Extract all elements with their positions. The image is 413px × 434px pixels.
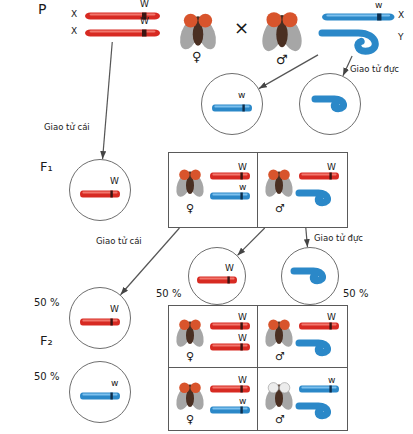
- allele-label: Y: [398, 32, 404, 43]
- y-chromosome: [294, 271, 323, 281]
- gamete-circle: [299, 73, 361, 135]
- fly-red-eye: [262, 170, 295, 199]
- x-chromosome-red: [197, 277, 237, 284]
- y-chromosome: [322, 33, 375, 51]
- fly-red-eye: [173, 170, 206, 199]
- allele-label: W: [327, 312, 336, 323]
- x-chromosome-blue: [210, 407, 250, 414]
- offspring-cell: ♂W: [257, 152, 348, 228]
- gamete-arrow: [306, 228, 308, 247]
- allele-label: w: [238, 90, 245, 101]
- gamete-circle: w: [201, 73, 263, 135]
- gamete-circle: w: [69, 361, 131, 423]
- gamete-circle: W: [69, 287, 131, 349]
- x-chromosome-red: [210, 323, 250, 330]
- allele-label: X: [398, 10, 404, 21]
- allele-label: X: [71, 9, 77, 20]
- offspring-cell: ♂w: [257, 367, 348, 431]
- x-chromosome-red: [210, 173, 250, 180]
- x-chromosome-blue: [299, 386, 339, 393]
- offspring-cell: ♀ Ww: [168, 152, 258, 228]
- allele-label: W: [140, 16, 149, 27]
- allele-label: W: [140, 0, 149, 10]
- x-chromosome-blue: [212, 105, 252, 112]
- arrow-label: Giao tử cái: [44, 122, 90, 132]
- gamete-circle: [281, 247, 339, 305]
- allele-label: W: [327, 162, 336, 173]
- gamete-arrow: [259, 55, 318, 89]
- generation-label: 50 %: [34, 371, 59, 382]
- generation-label: 50 %: [156, 288, 181, 299]
- generation-label: F₂: [40, 334, 53, 348]
- chromosome-group: wXY: [318, 0, 412, 56]
- allele-label: ♂: [275, 414, 285, 425]
- y-chromosome: [299, 193, 328, 203]
- offspring-cell: ♂W: [257, 305, 348, 368]
- gamete-arrow: [103, 42, 113, 159]
- generation-label: ♂: [276, 53, 288, 67]
- generation-label: F₁: [40, 160, 53, 174]
- allele-label: W: [110, 176, 119, 187]
- gamete-arrow: [237, 228, 264, 255]
- arrow-label: Giao tử đực: [314, 233, 363, 243]
- fly-red-eye: [173, 320, 206, 349]
- x-chromosome-red: [80, 191, 120, 198]
- offspring-cell: ♀ WW: [168, 305, 258, 368]
- allele-label: w: [239, 396, 246, 407]
- allele-label: W: [238, 312, 247, 323]
- x-chromosome-red: [299, 323, 339, 330]
- allele-label: W: [110, 304, 119, 315]
- allele-label: W: [238, 375, 247, 386]
- fly-red-eye: [262, 320, 295, 349]
- allele-label: W: [238, 162, 247, 173]
- allele-label: W: [238, 333, 247, 344]
- x-chromosome-blue: [210, 193, 250, 200]
- fly-red-eye: [176, 14, 219, 52]
- fly-red-eye: [258, 12, 305, 54]
- gamete-circle: W: [69, 159, 131, 221]
- fly-red-eye: [173, 383, 206, 412]
- allele-label: w: [375, 0, 382, 11]
- generation-label: P: [38, 2, 46, 17]
- allele-label: w: [239, 182, 246, 193]
- x-chromosome-red: [85, 30, 160, 37]
- allele-label: ♀: [186, 351, 194, 362]
- allele-label: w: [328, 375, 335, 386]
- generation-label: ♀: [192, 50, 202, 64]
- arrow-label: Giao tử cái: [96, 236, 142, 246]
- allele-label: ♂: [275, 351, 285, 362]
- x-chromosome-red: [299, 173, 339, 180]
- x-chromosome-blue: [80, 393, 120, 400]
- generation-label: 50 %: [34, 297, 59, 308]
- allele-label: X: [71, 26, 77, 37]
- x-chromosome-red: [210, 344, 250, 351]
- allele-label: w: [111, 378, 118, 389]
- x-chromosome-red: [210, 386, 250, 393]
- offspring-cell: ♀ Ww: [168, 367, 258, 431]
- x-chromosome-blue: [322, 14, 395, 21]
- allele-label: W: [225, 263, 234, 274]
- generation-label: ×: [234, 18, 249, 38]
- allele-label: ♀: [186, 414, 194, 425]
- chromosome-group: X W X W: [64, 0, 164, 42]
- y-chromosome: [299, 406, 328, 416]
- allele-label: ♂: [275, 203, 285, 214]
- arrow-label: Giao tử đực: [350, 64, 399, 74]
- y-chromosome: [315, 99, 344, 109]
- y-chromosome: [299, 343, 328, 353]
- fly-white-eye: [262, 383, 295, 412]
- generation-label: 50 %: [343, 288, 368, 299]
- x-chromosome-red: [80, 319, 120, 326]
- allele-label: ♀: [186, 203, 194, 214]
- gamete-circle: W: [188, 247, 246, 305]
